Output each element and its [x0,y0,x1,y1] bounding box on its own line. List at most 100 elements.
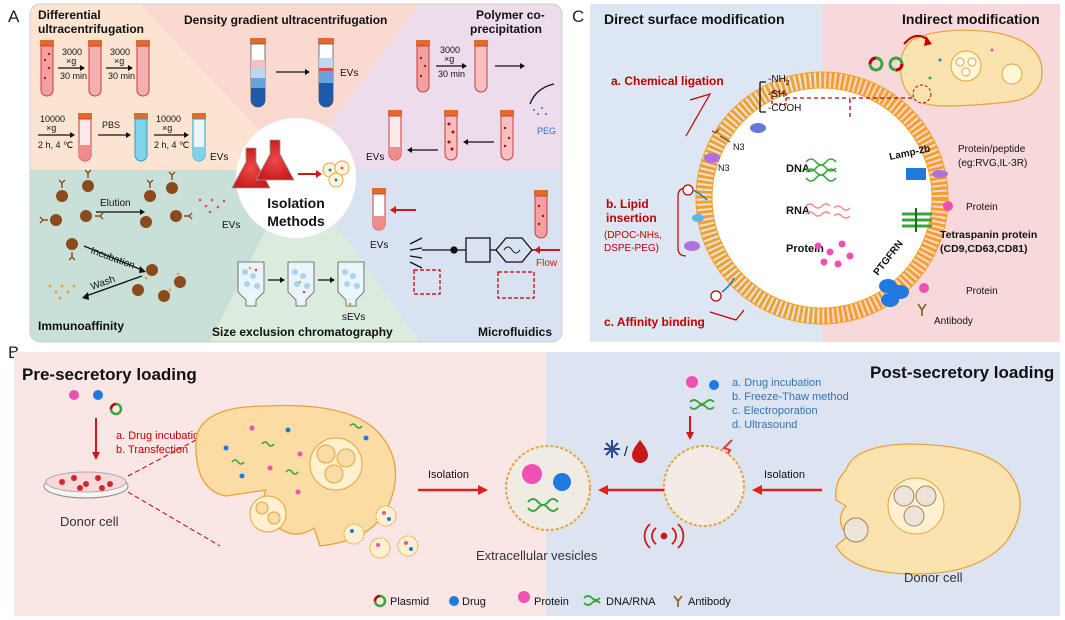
center-title-line2: Methods [267,213,325,229]
sec-column-1 [237,261,265,307]
protein-right-1: Protein [966,202,998,213]
lipid-anchors [682,184,708,251]
diff-step1-b: ×g [66,56,76,66]
legend-antibody-label: Antibody [688,596,731,608]
vesicle-cluster-icon [322,160,350,188]
dna-icon-c [805,158,837,182]
panel-b-letter: B [8,343,19,362]
polymer-step-a: 3000 [440,45,460,55]
micro-tube-left [372,188,386,231]
polymer-tube-4 [444,110,458,161]
diff-step2-a: 3000 [110,47,130,57]
lamp2b-protein [906,168,948,180]
ptgfrn-protein [879,279,929,316]
affinity-label: c. Affinity binding [604,315,705,329]
micro-flow: Flow [536,258,558,269]
polymer-tube-3 [500,110,514,161]
protein-right-2: Protein [966,286,998,297]
center-title-line1: Isolation [267,195,325,211]
legend-protein-label: Protein [534,596,569,608]
nh2-group: -NH2 [768,74,790,87]
petri-dish-icon [43,471,129,499]
protein-dots-c [814,240,854,268]
donor-cell-pre [195,404,397,547]
tetraspanin-protein [902,201,953,232]
lipid-line3: (DPOC-NHs, [604,230,662,241]
diff-evs: EVs [210,152,228,163]
microfluidic-chip [409,237,548,269]
heat-drop-icon [632,440,648,463]
ev-label: Extracellular vesicles [476,548,598,563]
sec-column-3 [337,261,365,307]
diff-step3-b: ×g [46,123,56,133]
polymer-tube-1 [416,40,430,93]
n3-label-1: N3 [733,142,745,152]
direct-title: Direct surface modification [604,11,785,27]
diff-step3-a: 10000 [40,114,65,124]
diff-step3-c: 2 h, 4 ℃ [38,140,73,150]
ev-center [505,445,591,531]
n3-label-2: N3 [718,163,730,173]
bead-cluster-bottom [132,264,186,302]
ev-particles [198,198,226,214]
slash-separator: / [624,443,628,459]
rna-label: RNA [786,205,810,217]
rna-icon [805,203,851,219]
sec-sevs: sEVs [342,312,365,323]
plasmid-icon-c [868,56,904,72]
differential-title-line2: ultracentrifugation [38,22,144,36]
diff-step4-a: 10000 [156,114,181,124]
legend-protein: Protein [518,591,569,608]
donor-cell-right-label: Donor cell [904,570,963,585]
peptide-line2: (eg:RVG,IL-3R) [958,158,1027,169]
isolation-right-label: Isolation [764,469,805,481]
legend-drug: Drug [449,596,486,608]
panel-c-letter: C [572,7,584,26]
lipid-line4: DSPE-PEG) [604,243,659,254]
post-d-label: d. Ultrasound [732,419,797,431]
cooh-group: -COOH [768,103,801,114]
post-c-label: c. Electroporation [732,405,818,417]
post-secretory-title: Post-secretory loading [870,363,1054,382]
affinity-antibody [710,277,735,302]
post-b-label: b. Freeze-Thaw method [732,391,849,403]
diff-step1-a: 3000 [62,47,82,57]
polymer-evs: EVs [366,152,384,163]
diff-step2-c: 30 min [108,71,135,81]
surface-molecule [750,123,766,133]
legend-dna-label: DNA/RNA [606,596,656,608]
polymer-step-b: ×g [444,54,454,64]
diff-step1-c: 30 min [60,71,87,81]
tube-red-1 [40,40,54,97]
legend-drug-label: Drug [462,596,486,608]
micro-evs: EVs [370,240,388,251]
panel-a-letter: A [8,7,20,26]
gradient-tube-1 [250,38,266,108]
snowflake-icon [604,440,620,458]
ev-post-empty [663,445,745,527]
chemical-ligation-label: a. Chemical ligation [611,74,724,88]
legend-plasmid: Plasmid [373,594,429,608]
indirect-title: Indirect modification [902,11,1040,27]
polymer-title-line2: precipitation [470,22,542,36]
dna-label: DNA [786,163,810,175]
density-title: Density gradient ultracentrifugation [184,13,387,27]
legend-dna-rna: DNA/RNA [583,595,656,608]
chip-zoom-box-2 [497,271,535,299]
polymer-title-line1: Polymer co- [476,8,545,22]
flask-icon [231,139,295,189]
bead-cluster-right [140,171,193,228]
polymer-tube-evs [388,110,402,161]
sec-title: Size exclusion chromatography [212,325,393,339]
diff-step4-c: 2 h, 4 ℃ [154,140,189,150]
immuno-title: Immunoaffinity [38,319,124,333]
peg-pipette [529,83,555,115]
secreted-vesicles-pre [343,505,419,559]
legend: Plasmid Drug Protein DNA/RNA Antibody [373,591,731,608]
indirect-producer-cell [899,29,1043,107]
peptide-line1: Protein/peptide [958,144,1026,155]
lipid-line2: insertion [606,211,657,225]
diff-step4-b: ×g [162,123,172,133]
tetraspanin-line2: (CD9,CD63,CD81) [940,243,1028,255]
pre-b-label: b. Transfection [116,444,188,456]
